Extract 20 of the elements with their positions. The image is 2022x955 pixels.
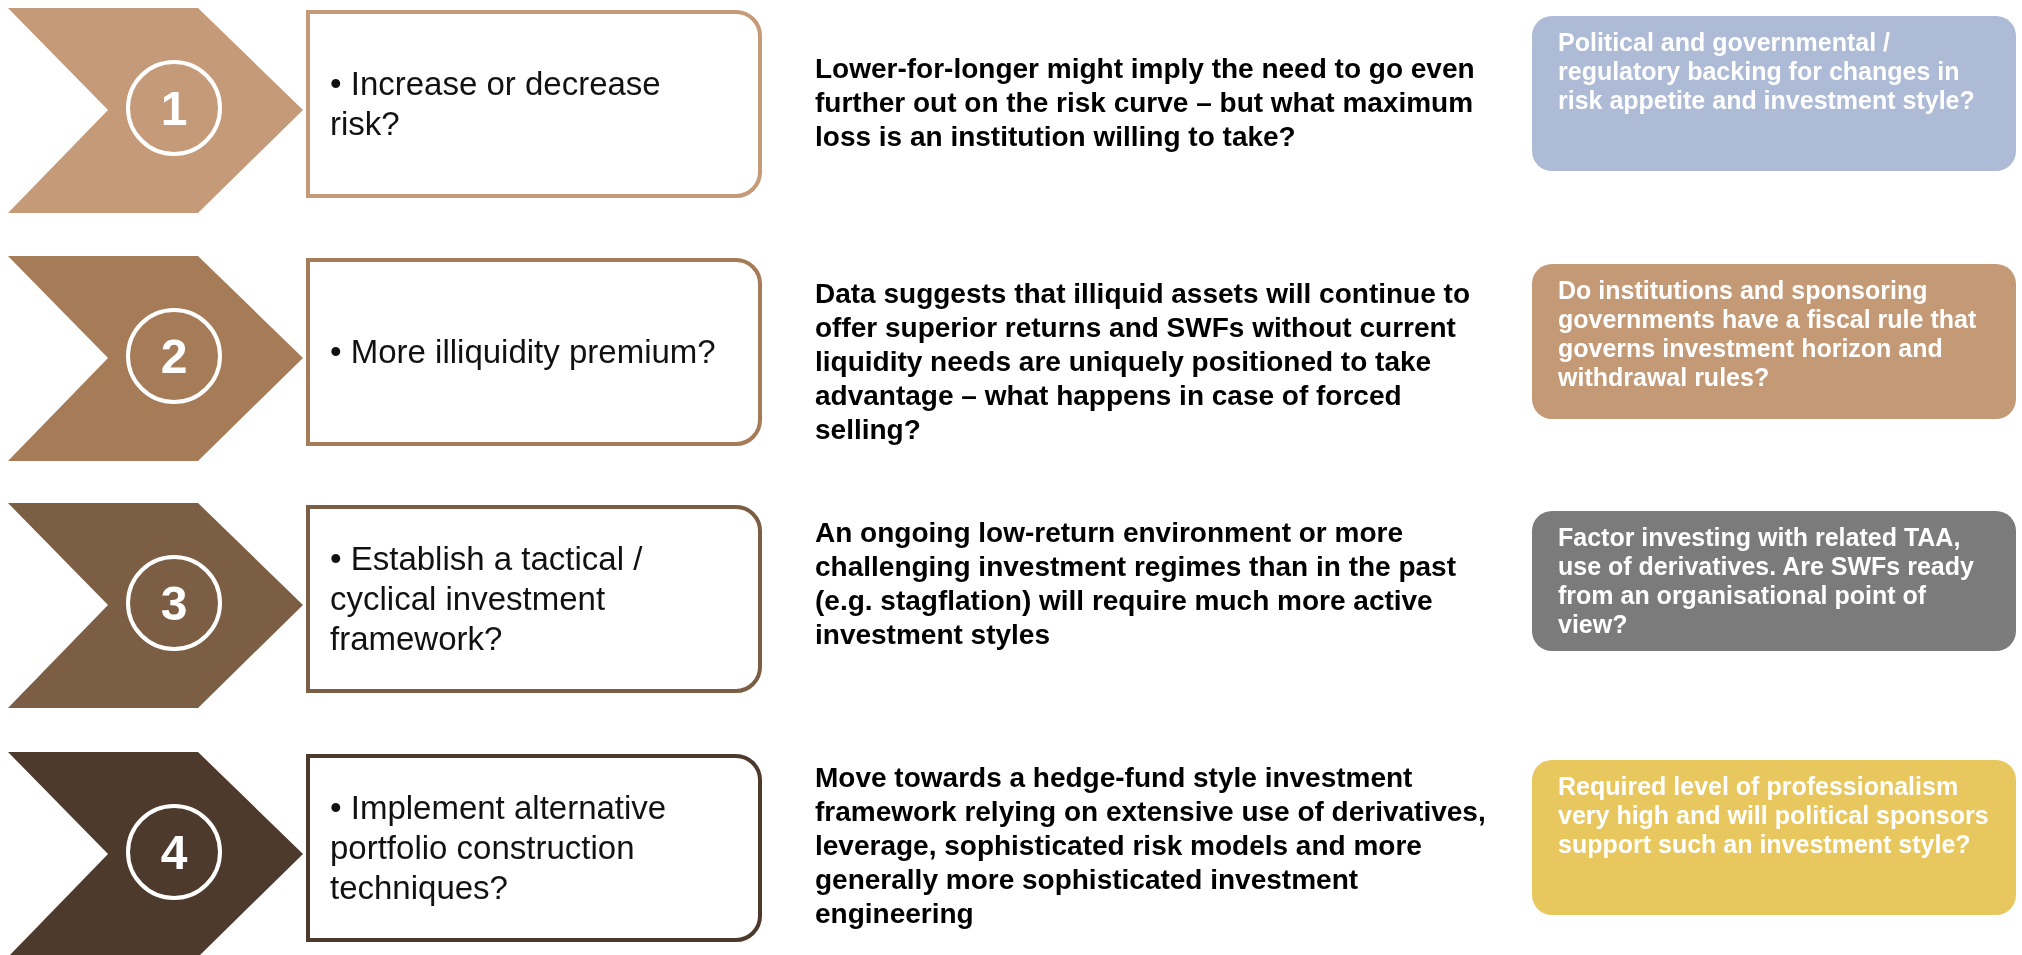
question-text: • More illiquidity premium? [330, 332, 716, 372]
step-number: 2 [126, 308, 222, 404]
question-text: • Increase or decrease risk? [330, 64, 662, 144]
description-text: An ongoing low-return environment or more challenging investment regimes than in the past (e.g. stagflation) will require much more active investment styles [815, 516, 1458, 652]
note-card: Required level of professionalism very high and will political sponsors support such an investment style? [1532, 760, 2016, 915]
question-box [306, 10, 762, 198]
description-text: Move towards a hedge-fund style investment framework relying on extensive use of derivatives, leverage, sophisticated risk models and more generally more sophisticated investment engineering [815, 761, 1487, 931]
description-text: Data suggests that illiquid assets will continue to offer superior returns and SWFs without current liquidity needs are uniquely positioned to take advantage – what happens in case of forced selling? [815, 277, 1471, 447]
step-number: 1 [126, 60, 222, 156]
step-number: 3 [126, 555, 222, 651]
question-box [306, 754, 762, 942]
question-text: • Implement alternative portfolio construction techniques? [330, 788, 668, 908]
step-number: 4 [126, 804, 222, 900]
note-card: Factor investing with related TAA, use of derivatives. Are SWFs ready from an organisational point of view? [1532, 511, 2016, 651]
question-box [306, 258, 762, 446]
description-text: Lower-for-longer might imply the need to go even further out on the risk curve – but what maximum loss is an institution willing to take? [815, 52, 1476, 154]
note-card: Political and governmental / regulatory backing for changes in risk appetite and investment style? [1532, 16, 2016, 171]
note-card: Do institutions and sponsoring governments have a fiscal rule that governs investment horizon and withdrawal rules? [1532, 264, 2016, 419]
question-box [306, 505, 762, 693]
question-text: • Establish a tactical / cyclical investment framework? [330, 539, 644, 659]
